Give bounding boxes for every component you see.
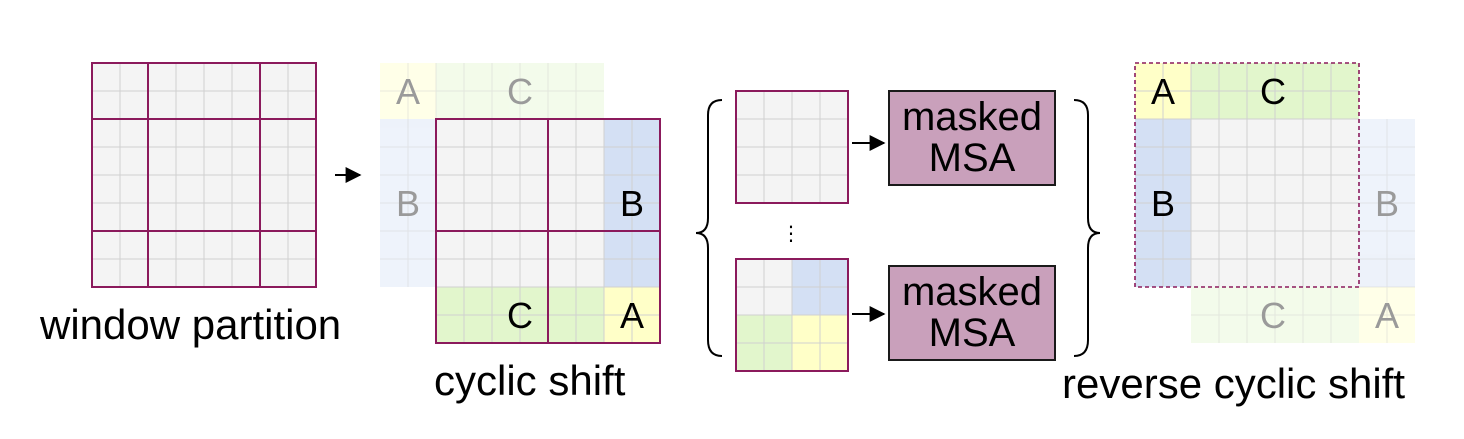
reverse-shifted-out-regions: [1191, 119, 1415, 343]
window-partition-panel: [91, 62, 317, 288]
label-a: A: [620, 295, 644, 336]
msa-top-line1: masked: [901, 95, 1043, 140]
region-b-reverse-faded: [1359, 119, 1415, 287]
label-c-restored: C: [1260, 71, 1286, 112]
label-b-reverse-faded: B: [1375, 183, 1399, 224]
reverse-shifted-out-grid: [1191, 119, 1415, 343]
msa-bottom-line1: masked: [901, 270, 1043, 315]
label-b-faded: B: [396, 183, 420, 224]
caption-window-partition: window partition: [40, 301, 342, 348]
label-a-faded: A: [396, 71, 420, 112]
region-a-faded: [380, 63, 436, 119]
shifted-out-grid: [380, 63, 604, 287]
caption-cyclic-shift: cyclic shift: [434, 357, 626, 404]
label-c-reverse-faded: C: [1260, 295, 1286, 336]
label-b-restored: B: [1151, 183, 1175, 224]
label-a-restored: A: [1151, 71, 1175, 112]
reverse-cyclic-shift-panel: A C B B C A: [1134, 62, 1415, 343]
window-bottom: [735, 258, 849, 372]
cyclic-shift-panel: A C B B C A: [380, 63, 661, 344]
label-c: C: [507, 295, 533, 336]
window-bottom-grid: [736, 259, 848, 371]
label-a-reverse-faded: A: [1375, 295, 1399, 336]
cyclic-shift-borders: [435, 118, 661, 344]
vertical-ellipsis: ⋮: [781, 221, 801, 245]
label-b: B: [620, 183, 644, 224]
shifted-out-regions: [380, 63, 604, 287]
right-curly-brace: [1073, 99, 1101, 357]
window-partition-borders: [91, 62, 317, 288]
region-b-faded: [380, 119, 436, 287]
region-c-reverse-faded: [1191, 287, 1359, 343]
label-c-faded: C: [507, 71, 533, 112]
window-top: [735, 90, 849, 204]
caption-reverse-cyclic-shift: reverse cyclic shift: [1062, 360, 1406, 407]
region-c-faded: [436, 63, 604, 119]
reverse-window-dashed-border: [1134, 62, 1360, 288]
masked-msa-block-bottom: masked MSA: [888, 265, 1056, 361]
masked-msa-panel: ⋮: [695, 90, 1101, 372]
reverse-cyclic-shift-grid: [1135, 63, 1359, 287]
msa-top-line2: MSA: [928, 136, 1016, 180]
region-a-reverse-faded: [1359, 287, 1415, 343]
window-top-grid: [736, 91, 848, 203]
left-curly-brace: [695, 99, 723, 357]
msa-bottom-line2: MSA: [928, 311, 1016, 355]
masked-msa-block-top: masked MSA: [888, 90, 1056, 186]
